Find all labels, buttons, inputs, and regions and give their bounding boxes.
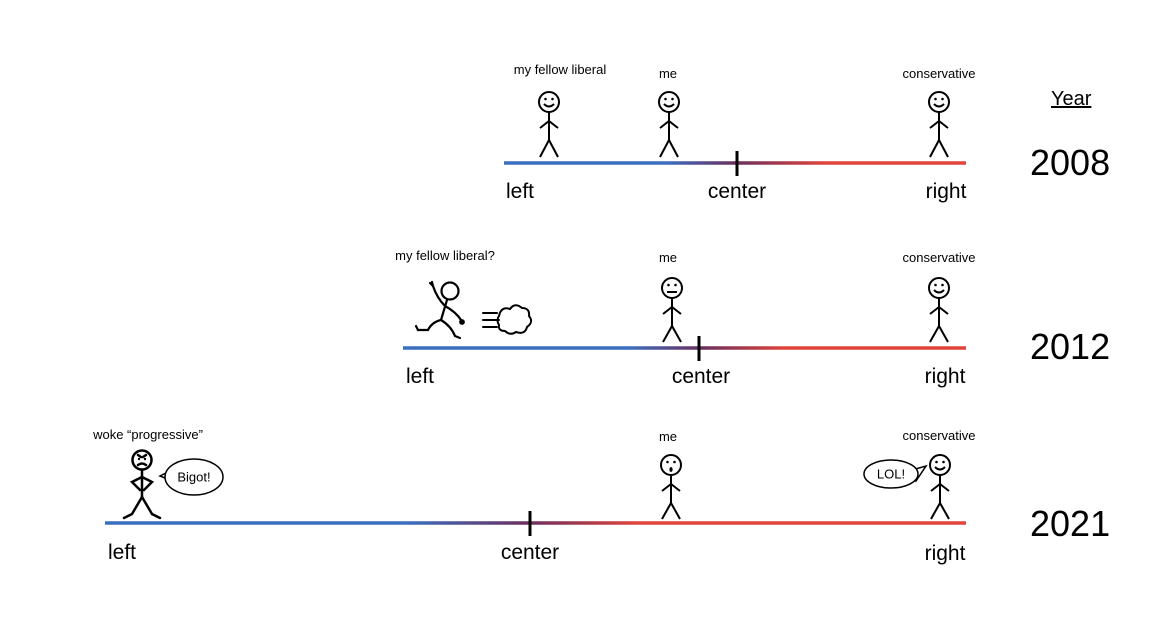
year-label-2008: 2008: [1030, 142, 1111, 183]
axis-label-center-2012: center: [671, 365, 731, 388]
axis-label-center-2021: center: [500, 541, 560, 564]
figure-label-conservative-2008: conservative: [902, 66, 976, 81]
figure-label-fellow-liberal-2008: my fellow liberal: [513, 62, 607, 77]
figure-label-me-2012: me: [658, 250, 678, 265]
figure-label-conservative-2021: conservative: [902, 428, 976, 443]
axis-label-left-2008: left: [505, 180, 535, 203]
stick-figure-running-liberal-2012: [414, 280, 465, 340]
speech-bubble-bigot: [158, 458, 224, 496]
figure-label-fellow-liberal-2012: my fellow liberal?: [395, 248, 495, 263]
dust-cloud-icon: [482, 304, 533, 335]
stick-figure-woke-progressive-2021: [122, 449, 162, 520]
axis-label-right-2008: right: [925, 180, 967, 203]
speech-text-lol: LOL!: [876, 466, 906, 482]
axis-label-left-2021: left: [107, 541, 137, 564]
figure-label-me-2021: me: [658, 429, 678, 444]
year-label-2021: 2021: [1030, 503, 1111, 544]
year-label-2012: 2012: [1030, 326, 1111, 367]
axis-label-right-2021: right: [924, 542, 966, 565]
axis-label-right-2012: right: [924, 365, 966, 388]
stick-figure-conservative-2021: [929, 454, 951, 520]
figure-label-woke-progressive-2021: woke “progressive”: [93, 427, 203, 442]
stick-figure-conservative-2008: [928, 91, 950, 158]
stick-figure-me-2008: [658, 91, 680, 158]
stick-figure-me-2012: [661, 277, 683, 343]
stick-figure-conservative-2012: [928, 277, 950, 343]
figure-label-conservative-2012: conservative: [902, 250, 976, 265]
figure-label-me-2008: me: [658, 66, 678, 81]
axis-label-left-2012: left: [405, 365, 435, 388]
stick-figure-fellow-liberal-2008: [538, 91, 560, 158]
speech-text-bigot: Bigot!: [177, 469, 211, 485]
stick-figure-me-2021: [660, 454, 682, 520]
year-header: Year: [1051, 88, 1092, 110]
speech-bubble-lol: [863, 459, 928, 489]
axis-label-center-2008: center: [707, 180, 767, 203]
